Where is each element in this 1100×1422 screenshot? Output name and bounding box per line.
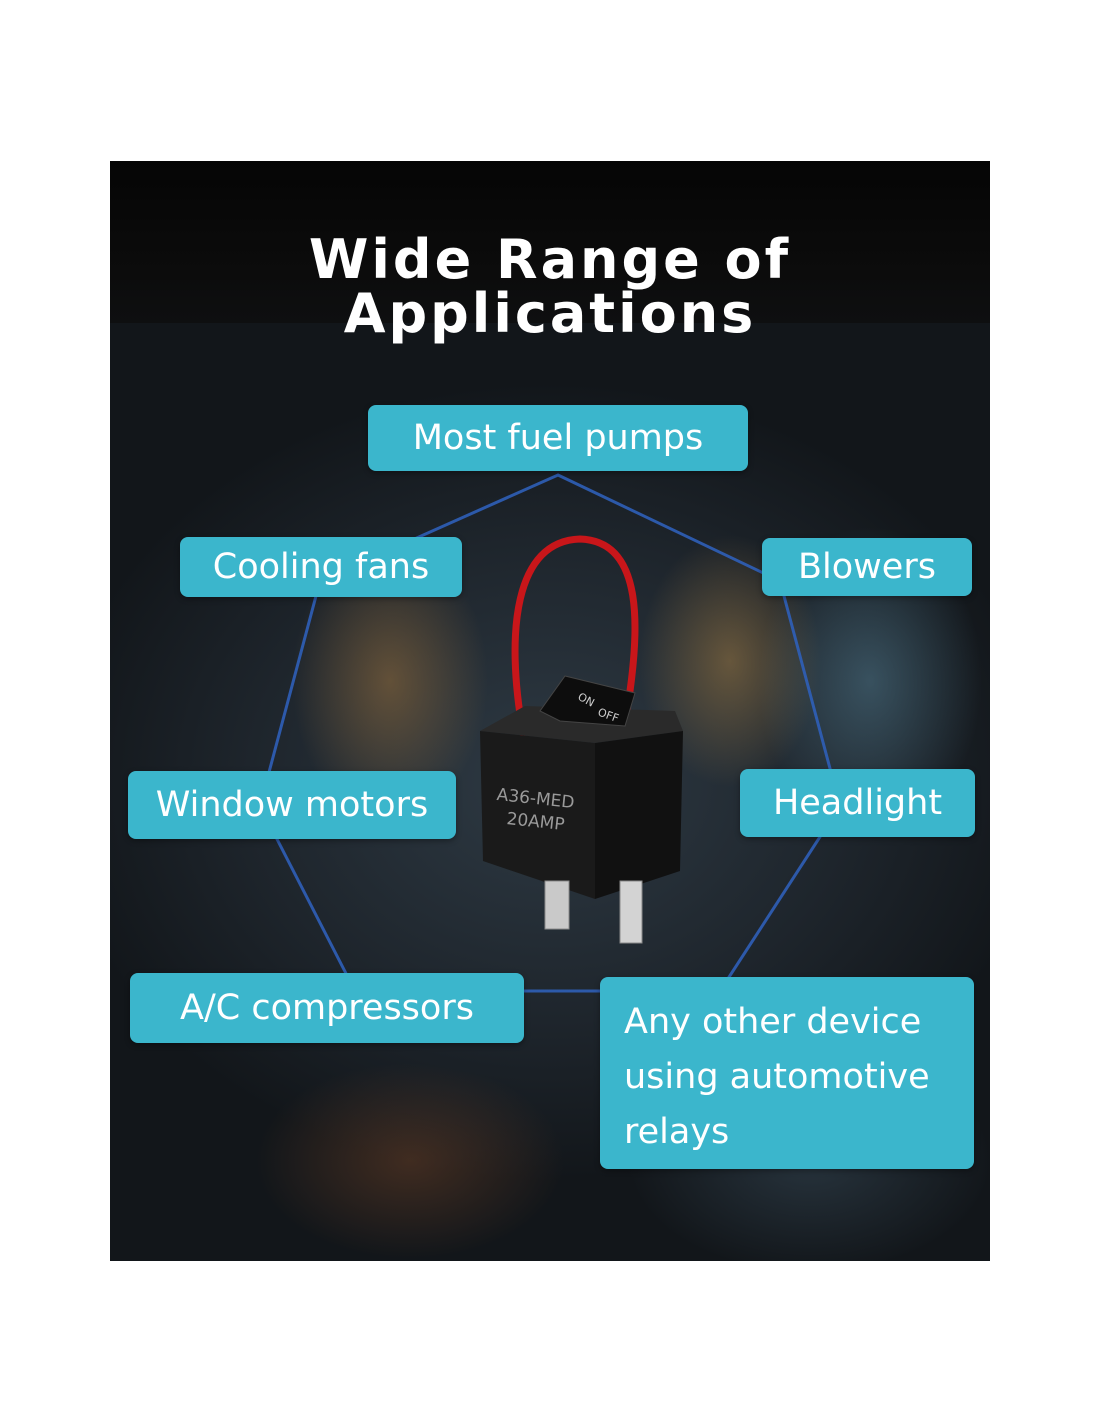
red-wire <box>511 535 639 737</box>
relay-top <box>480 706 683 743</box>
terminal-left <box>544 880 570 930</box>
label-ac-compressors: A/C compressors <box>130 973 524 1043</box>
relay-side <box>595 731 683 899</box>
title-bar: Wide Range of Applications <box>110 161 990 341</box>
label-other-devices: Any other device using automotive relays <box>600 977 974 1169</box>
label-window-motors: Window motors <box>128 771 456 839</box>
rocker-switch <box>539 675 636 727</box>
terminal-right <box>619 880 643 944</box>
network-heptagon <box>258 473 842 993</box>
relay-front <box>480 731 595 899</box>
connection-network <box>258 473 842 993</box>
label-cooling-fans: Cooling fans <box>180 537 462 597</box>
label-blowers: Blowers <box>762 538 972 596</box>
label-fuel-pumps: Most fuel pumps <box>368 405 748 471</box>
relay-image: ON OFF A36-MED 20AMP <box>480 535 683 944</box>
label-headlight: Headlight <box>740 769 975 837</box>
applications-panel: Wide Range of Applications ON OFF A36-ME… <box>110 161 990 1261</box>
page-title: Wide Range of Applications <box>308 228 792 345</box>
